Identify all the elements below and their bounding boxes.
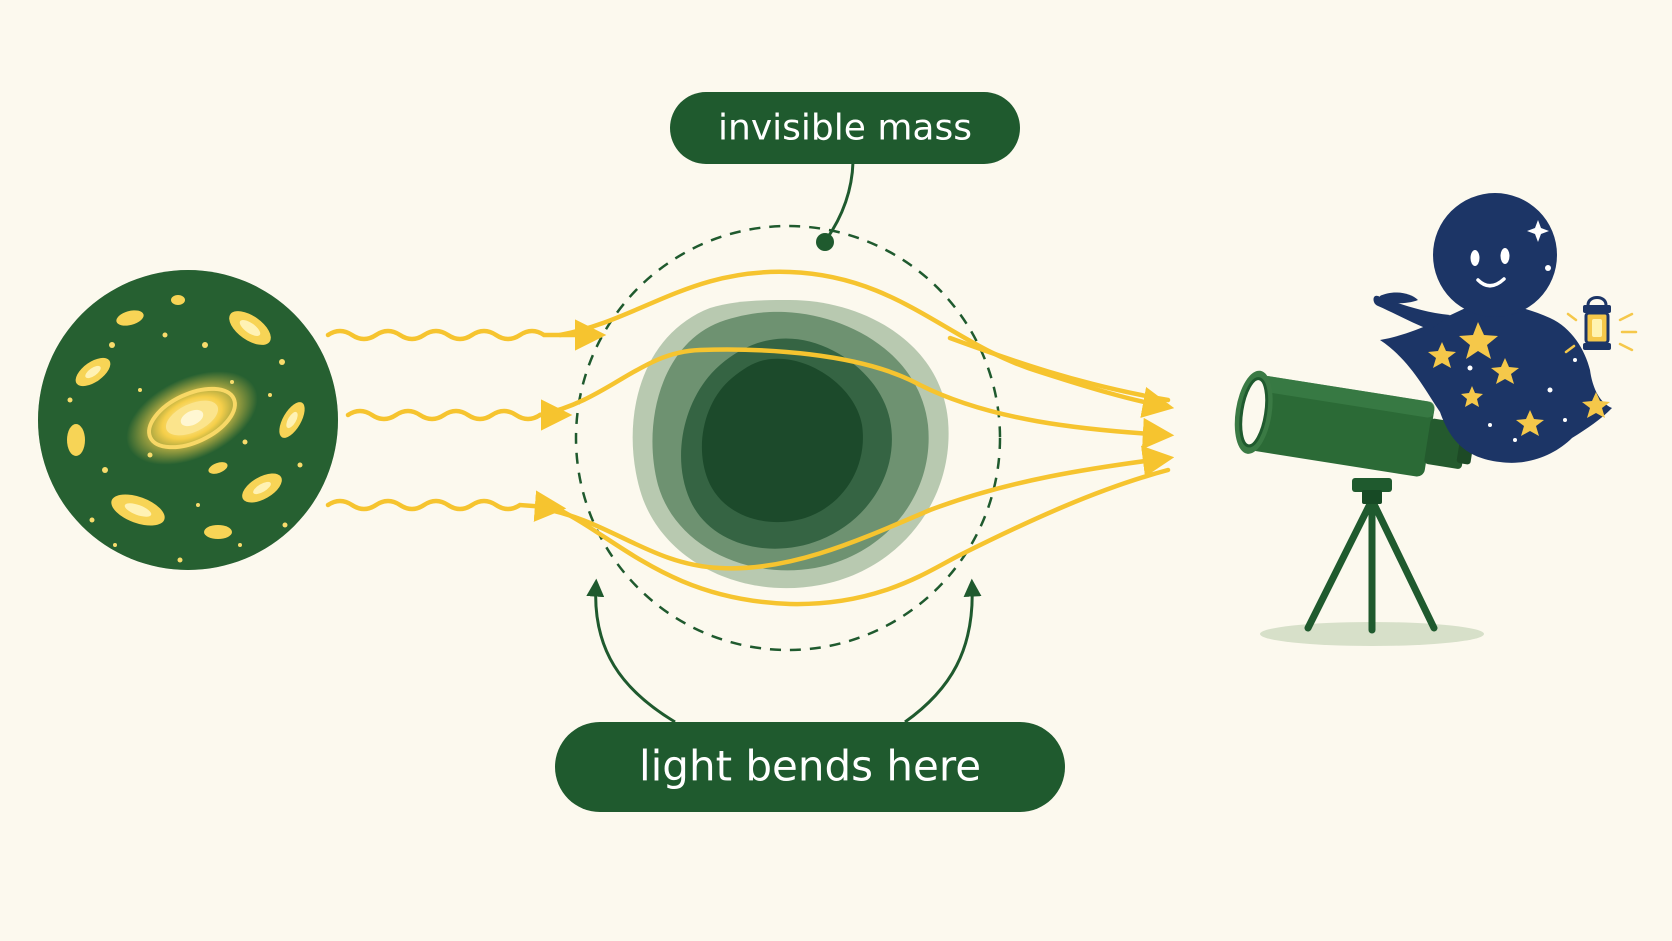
bend-arrow-left (586, 578, 676, 724)
light-ray-incoming-middle (345, 399, 573, 431)
mascot-eye-right (1500, 248, 1510, 264)
galaxy-cluster-icon (38, 270, 338, 570)
mass-boundary-circle (574, 224, 1002, 652)
telescope-shadow (1260, 622, 1484, 646)
light-ray-path-top (557, 269, 1175, 418)
light-ray-path-upper (537, 347, 1175, 450)
light-rays (325, 269, 1175, 607)
mascot-smile (1476, 277, 1506, 288)
invisible-mass-callout: invisible mass (670, 92, 1020, 251)
dark-matter-blob-icon (632, 300, 949, 589)
light-ray-incoming-bottom (325, 490, 567, 522)
light-ray-path-lower (537, 445, 1175, 571)
mascot-eye-left (1470, 250, 1480, 266)
light-bends-callout: light bends here (555, 578, 1065, 812)
light-ray-incoming-top (325, 319, 607, 351)
lantern-icon (1564, 296, 1638, 354)
invisible-mass-label: invisible mass (718, 108, 972, 149)
light-bends-label: light bends here (639, 742, 981, 791)
light-bends-pill (555, 722, 1065, 812)
light-ray-path-outer-top (947, 335, 1171, 403)
light-ray-path-bottom (553, 467, 1171, 607)
invisible-mass-pill (670, 92, 1020, 164)
bend-arrow-right (904, 578, 982, 724)
star-ghost-mascot-icon (1373, 193, 1638, 463)
